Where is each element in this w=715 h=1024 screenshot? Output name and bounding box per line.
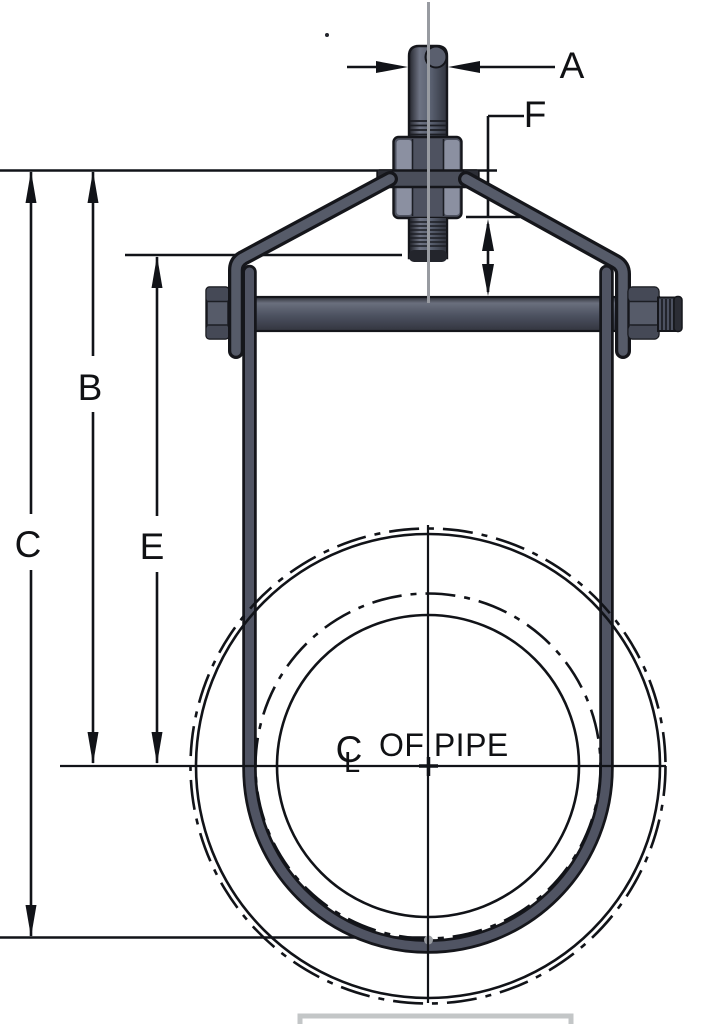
labels: A F B C E C L OF PIPE <box>15 45 585 779</box>
cross-bolt-threaded-end <box>657 295 683 333</box>
centerline-note-text: OF PIPE <box>379 727 509 763</box>
dim-b-arrow-down <box>87 732 99 764</box>
bottom-box-edge <box>297 1013 574 1024</box>
dim-e-arrow-up <box>151 256 163 288</box>
dim-f-arrow-up <box>482 219 494 251</box>
yoke-arm-right <box>461 174 628 356</box>
centerlines <box>60 2 666 1003</box>
yoke-arm-left <box>231 174 395 356</box>
dim-label-e: E <box>140 526 165 567</box>
dimension-lines <box>0 61 555 939</box>
centerline-note: C L OF PIPE <box>336 727 509 779</box>
dim-a-arrow-left <box>376 61 408 73</box>
dim-a-arrow-right <box>448 61 480 73</box>
dim-f-arrow-down <box>482 264 494 296</box>
cross-bolt-head <box>205 286 230 340</box>
dim-c-arrow-down <box>25 905 37 937</box>
stray-mark <box>325 33 329 37</box>
dim-c-arrow-up <box>25 171 37 203</box>
centerline-symbol-l: L <box>344 747 360 779</box>
rod-top-cap <box>424 45 448 69</box>
dim-label-c: C <box>15 524 42 565</box>
cross-bolt-shaft <box>224 295 661 333</box>
dim-e-arrow-down <box>151 732 163 764</box>
dim-label-f: F <box>524 94 547 135</box>
centerline-symbol-c: C <box>336 729 363 770</box>
dim-b-arrow-up <box>87 171 99 203</box>
dim-label-b: B <box>78 367 103 408</box>
hanger-hardware <box>205 44 683 954</box>
dim-label-a: A <box>560 45 585 86</box>
dim-f-arrows <box>466 215 520 296</box>
cross-bolt-nut <box>627 286 660 340</box>
